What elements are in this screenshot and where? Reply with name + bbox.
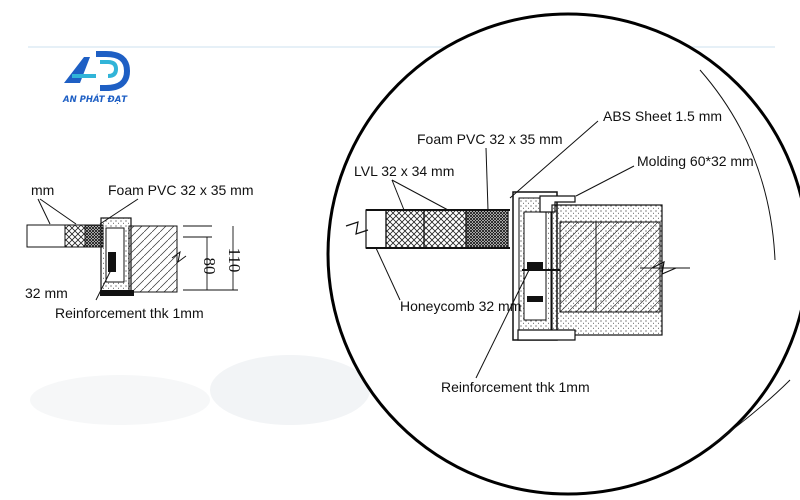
background-smudge (30, 375, 210, 425)
zoom-molding-top (539, 195, 576, 213)
dim-110-label: 110 (225, 248, 244, 273)
leader-line (99, 198, 139, 225)
leader-honeycomb (375, 247, 401, 301)
zoom-detail: ABS Sheet 1.5 mm Foam PVC 32 x 35 mm Mol… (326, 12, 800, 496)
leader-lvl-b (391, 179, 449, 211)
label-molding: Molding 60*32 mm (637, 153, 754, 169)
logo-name: AN PHÁT ĐẠT (62, 93, 128, 105)
label-reinforcement-zoom: Reinforcement thk 1mm (441, 379, 590, 395)
zoom-foam-pvc (465, 209, 509, 249)
label-foam-pvc-zoom: Foam PVC 32 x 35 mm (417, 131, 563, 147)
zoom-reinforcement (527, 262, 543, 270)
left-section-detail: 80 110 mm Foam PVC 32 x 35 mm 32 mm Rein… (25, 182, 254, 321)
leader-line (37, 198, 51, 225)
label-32mm: 32 mm (25, 285, 68, 301)
zoom-lvl-b (423, 209, 467, 249)
left-break-symbol (171, 250, 187, 264)
logo-a-shape (64, 57, 90, 83)
leader-lvl-a (391, 179, 405, 211)
leader-foam-pvc (485, 147, 489, 211)
label-reinforcement: Reinforcement thk 1mm (55, 305, 204, 321)
leader-reinforcement (475, 267, 531, 379)
zoom-arc-accent (711, 379, 791, 446)
left-foam-pvc (84, 224, 104, 248)
dim-80-label: 80 (200, 258, 219, 275)
logo-p-shape (100, 60, 119, 78)
label-mm: mm (31, 182, 54, 198)
zoom-reinforcement-lower (527, 296, 543, 302)
label-abs-sheet: ABS Sheet 1.5 mm (603, 108, 722, 124)
logo: AN PHÁT ĐẠT (62, 51, 131, 105)
zoom-arc-accent (699, 69, 776, 261)
leader-abs-sheet (509, 120, 599, 199)
logo-d-shape (96, 51, 131, 91)
zoom-wall-core (559, 221, 661, 313)
left-reinforcement (108, 252, 116, 272)
label-honeycomb: Honeycomb 32 mm (400, 298, 521, 314)
background-smudge (210, 355, 370, 425)
leader-line (39, 198, 77, 225)
zoom-break-symbol (345, 221, 369, 235)
zoom-molding-bottom (517, 329, 576, 341)
left-lvl (64, 224, 86, 248)
label-lvl: LVL 32 x 34 mm (354, 163, 454, 179)
zoom-honeycomb (365, 209, 387, 249)
left-honeycomb (26, 224, 66, 248)
leader-line (95, 267, 113, 301)
left-wall (128, 225, 178, 293)
label-foam-pvc: Foam PVC 32 x 35 mm (108, 182, 254, 198)
zoom-lvl-a (385, 209, 425, 249)
leader-molding (575, 165, 635, 197)
left-molding (100, 290, 134, 296)
